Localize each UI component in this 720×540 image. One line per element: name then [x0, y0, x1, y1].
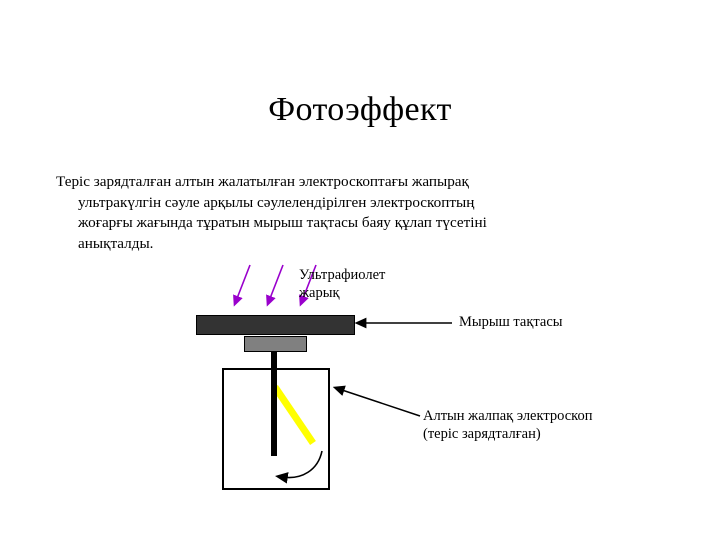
page-title: Фотоэффект: [268, 90, 452, 128]
label-uv-light-line1: Ультрафиолет: [299, 267, 386, 283]
label-zinc-plate: Мырыш тақтасы: [459, 314, 563, 330]
label-electroscope-line1: Алтын жалпақ электроскоп: [423, 408, 593, 424]
label-uv-light-line2: жарық: [299, 285, 340, 301]
uv-ray-icon: [266, 264, 284, 307]
label-uv-light: Ультрафиолет жарық: [299, 266, 385, 302]
label-electroscope: Алтын жалпақ электроскоп (теріс зарядтал…: [423, 407, 592, 443]
body-paragraph: Теріс зарядталған алтын жалатылған элект…: [56, 173, 487, 252]
gray-insulator-block: [244, 336, 307, 352]
metal-rod: [271, 351, 277, 456]
electroscope-pointer-arrow: [332, 385, 421, 417]
zinc-plate: [196, 315, 355, 335]
label-electroscope-line2: (теріс зарядталған): [423, 426, 541, 442]
uv-ray-icon: [233, 264, 251, 307]
